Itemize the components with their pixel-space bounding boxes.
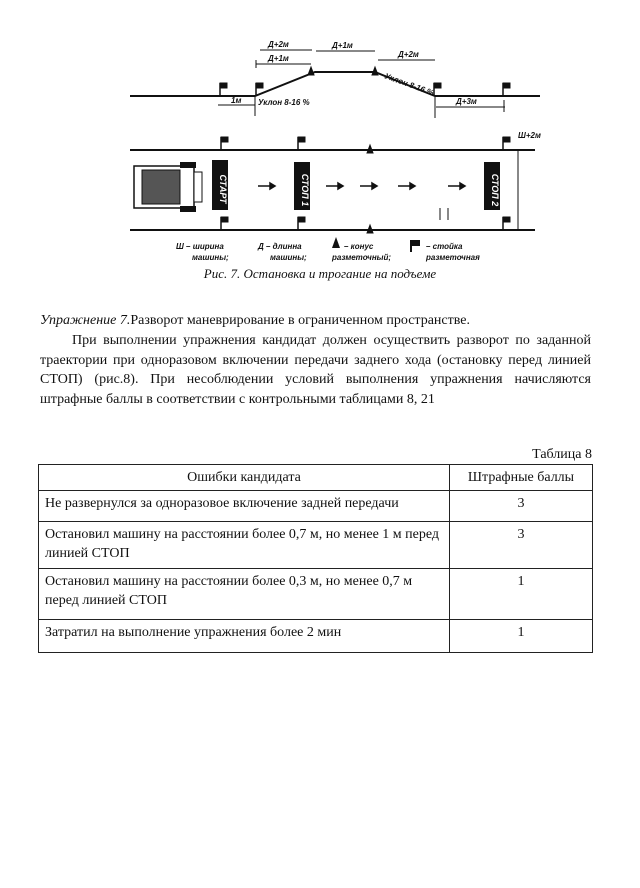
label-1m: 1м	[231, 96, 241, 105]
legend-length-line2: машины;	[270, 253, 307, 262]
table-row: Затратил на выполнение упражнения более …	[38, 619, 593, 653]
legend-post-line1: – стойка	[426, 242, 463, 251]
label-start: СТАРТ	[218, 175, 228, 205]
stop2-box	[484, 162, 500, 210]
label-d-plus-1m-left: Д+1м	[267, 54, 289, 63]
stop1-box	[294, 162, 310, 210]
profile-markers	[219, 65, 511, 96]
label-d-plus-1m-top: Д+1м	[331, 41, 353, 50]
label-slope-left: Уклон 8-16 %	[258, 98, 310, 107]
table-row: Остановил машину на расстоянии более 0,3…	[38, 568, 593, 620]
vehicle-icon	[133, 162, 203, 212]
exercise-paragraph: При выполнении упражнения кандидат долже…	[40, 333, 591, 407]
score-cell: 3	[449, 521, 593, 569]
dimension-lines	[218, 49, 505, 112]
hill-start-diagram: Д+2м Д+1м Д+1м Д+2м 1м Уклон 8-16 % Укло…	[130, 40, 541, 262]
table-row: Остановил машину на расстоянии более 0,7…	[38, 521, 593, 569]
figure-caption: Рис. 7. Остановка и трогание на подъеме	[203, 266, 437, 281]
legend-width-line1: Ш – ширина	[176, 242, 224, 251]
penalty-table: Ошибки кандидата Штрафные баллы Не разве…	[38, 464, 593, 653]
score-cell: 1	[449, 619, 593, 653]
figure-diagram: Д+2м Д+1м Д+1м Д+2м 1м Уклон 8-16 % Укло…	[120, 38, 560, 288]
legend-width-line2: машины;	[192, 253, 229, 262]
label-w-plus-2m: Ш+2м	[518, 131, 541, 140]
label-d-plus-3m: Д+3м	[455, 97, 477, 106]
header-penalty: Штрафные баллы	[449, 464, 593, 491]
error-cell: Остановил машину на расстоянии более 0,7…	[38, 521, 450, 569]
table-header-row: Ошибки кандидата Штрафные баллы	[38, 464, 593, 491]
legend-post-line2: разметочная	[425, 253, 480, 262]
direction-arrows	[258, 181, 467, 191]
score-cell: 3	[449, 490, 593, 522]
label-d-plus-2m-right: Д+2м	[397, 50, 419, 59]
label-stop1: СТОП 1	[300, 174, 310, 207]
label-slope-right: Уклон 8-16 %	[383, 71, 435, 97]
label-stop2: СТОП 2	[490, 174, 500, 207]
legend-cone-line1: – конус	[344, 242, 374, 251]
legend-length-line1: Д – длинна	[257, 242, 302, 251]
legend: Ш – ширина машины; Д – длинна машины; – …	[176, 237, 480, 262]
error-cell: Не развернулся за одноразовое включение …	[38, 490, 450, 522]
label-d-plus-2m-top: Д+2м	[267, 40, 289, 49]
legend-post-icon	[410, 240, 420, 252]
elevation-profile	[130, 71, 540, 118]
error-cell: Остановил машину на расстоянии более 0,3…	[38, 568, 450, 620]
legend-cone-icon	[332, 237, 340, 248]
exercise-heading: Упражнение 7.Разворот маневрирование в о…	[40, 311, 591, 331]
plan-posts	[220, 136, 511, 234]
table-row: Не развернулся за одноразовое включение …	[38, 490, 593, 522]
start-box	[212, 160, 228, 210]
track-plan	[130, 149, 535, 231]
score-cell: 1	[449, 568, 593, 620]
header-errors: Ошибки кандидата	[38, 464, 450, 491]
legend-cone-line2: разметочный;	[331, 253, 391, 262]
error-cell: Затратил на выполнение упражнения более …	[38, 619, 450, 653]
exercise-name: Разворот маневрирование в ограниченном п…	[130, 313, 470, 328]
exercise-title: Упражнение 7.	[40, 313, 131, 328]
table-title: Таблица 8	[532, 447, 592, 462]
